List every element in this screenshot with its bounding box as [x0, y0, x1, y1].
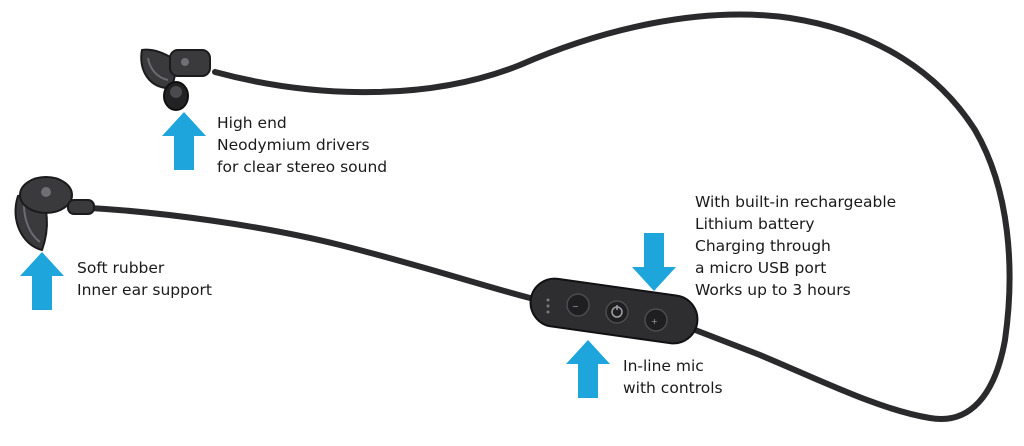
arrow-up-mic — [566, 340, 610, 398]
caption-line: Charging through — [695, 237, 831, 255]
caption-line: In-line mic — [623, 357, 704, 375]
cable-loop — [212, 11, 1013, 422]
caption-line: for clear stereo sound — [217, 158, 388, 176]
arrow-up-drivers — [162, 112, 206, 170]
cable-left — [87, 205, 533, 301]
caption-line: High end — [217, 114, 287, 132]
caption-line: Soft rubber — [77, 259, 165, 277]
volume-down-button — [566, 293, 590, 317]
volume-up-button — [644, 308, 668, 332]
caption-mic: In-line mic with controls — [623, 355, 723, 399]
caption-line: with controls — [623, 379, 723, 397]
caption-line: With built-in rechargeable — [695, 193, 897, 211]
caption-line: Neodymium drivers — [217, 136, 370, 154]
inline-remote: − + — [529, 277, 699, 345]
arrow-up-ear-support — [20, 252, 64, 310]
svg-text:+: + — [651, 317, 658, 326]
arrow-down-battery — [632, 233, 676, 291]
caption-line: Works up to 3 hours — [695, 281, 851, 299]
power-button — [605, 300, 629, 324]
caption-line: Lithium battery — [695, 215, 815, 233]
earbud-top — [140, 48, 211, 111]
caption-drivers: High end Neodymium drivers for clear ste… — [217, 112, 387, 178]
caption-line: a micro USB port — [695, 259, 827, 277]
caption-line: Inner ear support — [77, 281, 212, 299]
earbud-left — [14, 176, 95, 252]
caption-battery: With built-in rechargeable Lithium batte… — [695, 191, 896, 301]
svg-text:−: − — [572, 302, 579, 311]
caption-ear-support: Soft rubber Inner ear support — [77, 257, 212, 301]
